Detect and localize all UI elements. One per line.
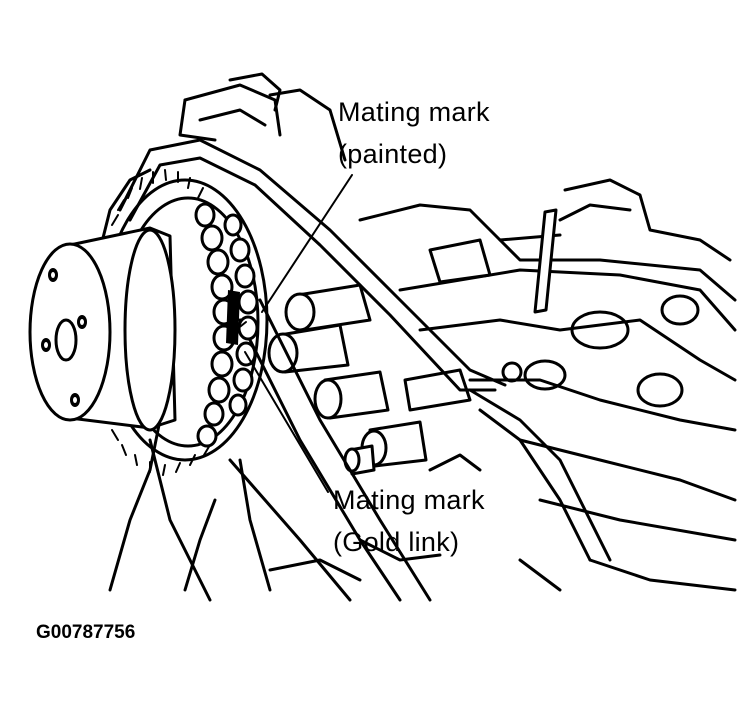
timing-chain xyxy=(98,138,612,602)
oil-pipe xyxy=(533,208,558,314)
leader-line-gold-link xyxy=(244,351,329,493)
sprocket-hub xyxy=(28,226,177,432)
gold-link xyxy=(226,290,240,345)
callout-painted-mark-line2: (painted) xyxy=(338,139,448,169)
callout-gold-link-line1: Mating mark xyxy=(333,485,485,515)
chain-links xyxy=(194,202,259,448)
figure-id: G00787756 xyxy=(36,622,136,643)
callout-gold-link-line2: (Gold link) xyxy=(333,527,460,557)
callout-painted-mark-line1: Mating mark xyxy=(338,97,490,127)
cylinder-head-outline xyxy=(108,72,737,592)
leader-line-painted xyxy=(261,174,353,313)
camshaft-journals xyxy=(267,238,492,476)
